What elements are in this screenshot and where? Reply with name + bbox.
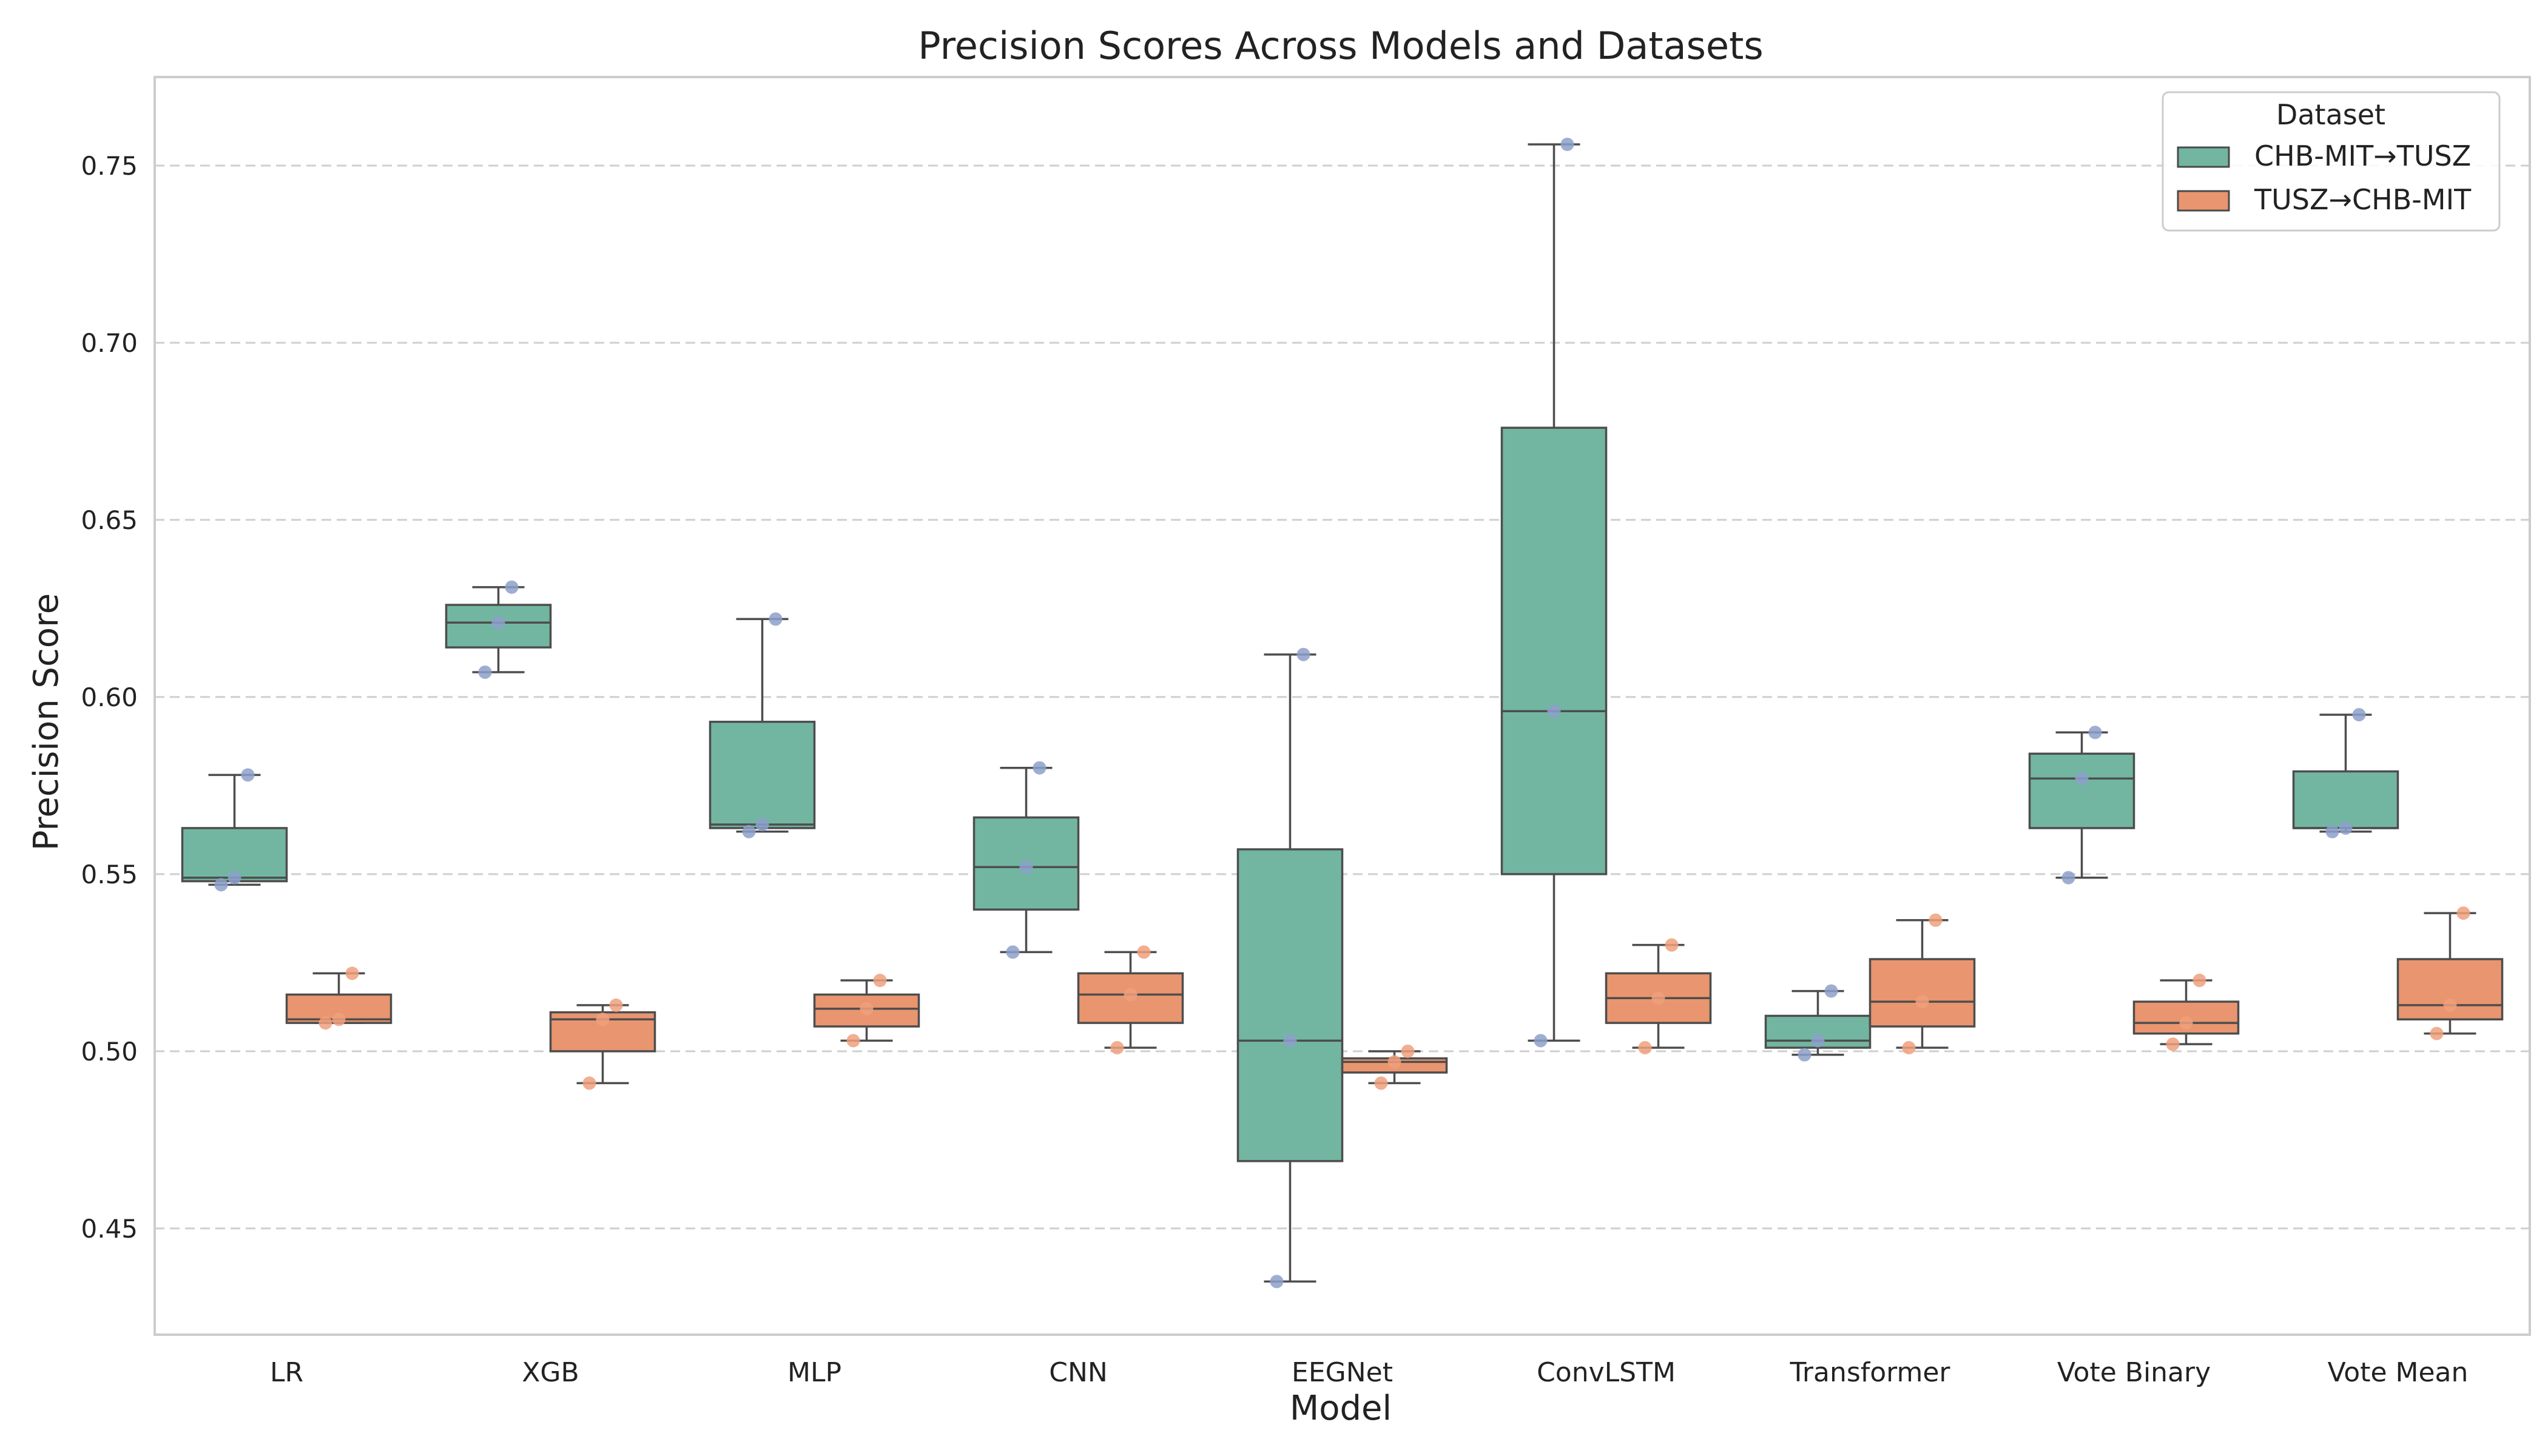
data-point (1902, 1041, 1916, 1055)
data-point (1124, 988, 1138, 1002)
box-body (1500, 426, 1608, 875)
data-point (860, 1002, 874, 1016)
x-tick-label: MLP (787, 1357, 841, 1388)
data-point (1283, 1034, 1297, 1048)
data-point (1915, 995, 1929, 1009)
data-point (769, 612, 783, 626)
data-point (2179, 1016, 2193, 1030)
box-body (2292, 770, 2399, 829)
data-point (2430, 1026, 2444, 1040)
data-point (1638, 1041, 1652, 1055)
data-point (596, 1013, 610, 1026)
data-point (2456, 906, 2470, 920)
data-point (1033, 761, 1046, 775)
data-point (1798, 1048, 1812, 1062)
x-tick-label: Transformer (1789, 1357, 1950, 1388)
x-tick-label: Vote Binary (2057, 1357, 2211, 1388)
data-point (755, 818, 769, 832)
y-tick-label: 0.60 (81, 682, 138, 712)
data-point (742, 824, 756, 838)
data-point (332, 1013, 346, 1026)
x-tick-label: Vote Mean (2328, 1357, 2469, 1388)
legend-frame (2162, 91, 2501, 232)
x-axis-label: Model (1290, 1389, 1392, 1428)
box-eegnet-series-0 (1236, 653, 1344, 1283)
data-point (214, 878, 228, 892)
legend-label-chb-mit-to-tusz: CHB-MIT→TUSZ (2254, 140, 2471, 172)
data-point (1651, 991, 1665, 1005)
data-point (609, 998, 623, 1012)
data-point (582, 1076, 596, 1090)
x-tick-label: ConvLSTM (1537, 1357, 1676, 1388)
data-point (846, 1034, 860, 1048)
data-point (1547, 704, 1561, 718)
y-tick-label: 0.55 (81, 860, 138, 889)
data-point (2325, 824, 2339, 838)
data-point (478, 666, 492, 679)
data-point (2443, 998, 2457, 1012)
data-point (228, 871, 241, 885)
data-point (1019, 860, 1033, 874)
plot-frame (153, 76, 2531, 1336)
data-point (1824, 984, 1838, 998)
data-point (1929, 913, 1943, 927)
box-body (2028, 752, 2135, 829)
box-convlstm-series-0 (1500, 143, 1608, 1042)
y-axis-label: Precision Score (27, 593, 66, 851)
legend: Dataset CHB-MIT→TUSZ TUSZ→CHB-MIT (2162, 91, 2501, 232)
box-body (1236, 848, 1344, 1162)
data-point (2339, 821, 2353, 835)
data-point (2075, 772, 2089, 786)
data-point (491, 616, 505, 630)
data-point (2088, 726, 2102, 740)
x-tick-label: CNN (1049, 1357, 1108, 1388)
box-lr-series-0 (181, 774, 288, 886)
chart-title: Precision Scores Across Models and Datas… (918, 24, 1763, 68)
data-point (1811, 1034, 1825, 1048)
y-tick-label: 0.75 (81, 151, 138, 181)
data-point (2192, 974, 2206, 988)
legend-label-tusz-to-chb-mit: TUSZ→CHB-MIT (2254, 183, 2472, 216)
legend-title: Dataset (2276, 98, 2385, 131)
data-point (345, 966, 359, 980)
data-point (241, 768, 255, 782)
data-point (318, 1016, 332, 1030)
data-point (1006, 945, 1020, 959)
y-tick-label: 0.50 (81, 1037, 138, 1067)
x-tick-label: EEGNet (1292, 1357, 1393, 1388)
box-body (1869, 958, 1976, 1028)
data-point (1270, 1275, 1284, 1289)
point-layer (214, 137, 2470, 1289)
x-tick-label: XGB (522, 1357, 579, 1388)
data-point (1387, 1055, 1401, 1069)
data-point (1401, 1044, 1415, 1058)
data-point (1534, 1034, 1548, 1048)
data-point (1665, 938, 1679, 952)
legend-swatch-tusz-to-chb-mit (2177, 190, 2230, 212)
box-transformer-series-1 (1869, 919, 1976, 1049)
y-tick-label: 0.45 (81, 1214, 138, 1244)
data-point (2061, 871, 2075, 885)
data-point (1560, 137, 1574, 151)
data-point (2166, 1037, 2180, 1051)
data-point (873, 974, 887, 988)
data-point (1374, 1076, 1388, 1090)
data-point (1137, 945, 1151, 959)
data-point (505, 580, 519, 594)
box-mlp-series-0 (709, 618, 816, 833)
data-point (1110, 1041, 1124, 1055)
y-tick-label: 0.65 (81, 505, 138, 535)
x-tick-label: LR (270, 1357, 303, 1388)
legend-swatch-chb-mit-to-tusz (2177, 146, 2230, 168)
data-point (2352, 708, 2366, 722)
box-body (709, 721, 816, 829)
y-tick-label: 0.70 (81, 328, 138, 358)
data-point (1296, 647, 1310, 661)
